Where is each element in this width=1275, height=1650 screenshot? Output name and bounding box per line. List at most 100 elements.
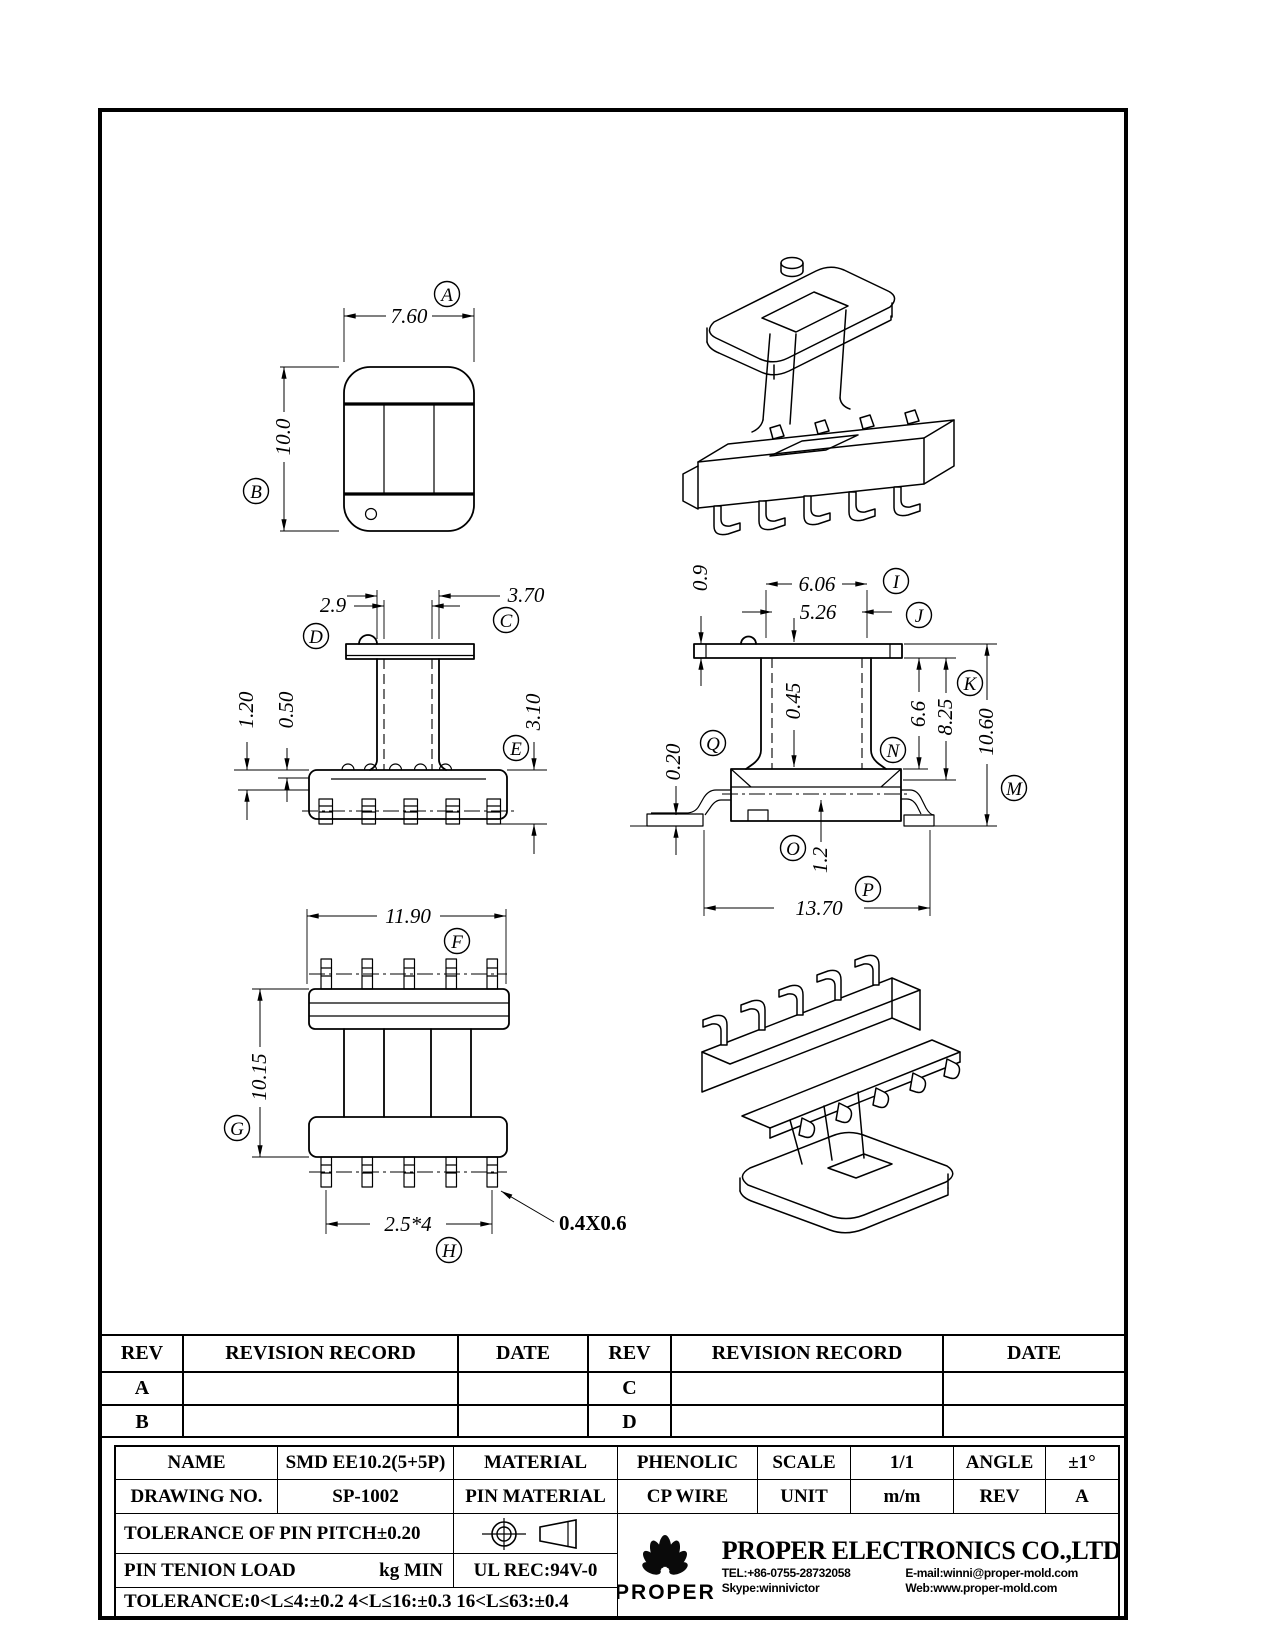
dim-p-value: 13.70 [795,896,843,920]
rev-header-record-right: REVISION RECORD [672,1336,944,1373]
company-web: Web:www.proper-mold.com [905,1580,1058,1595]
svg-text:Q: Q [706,734,720,755]
rev-row-a-date [459,1373,589,1406]
dim-h-value: 2.5*4 [384,1212,432,1236]
isometric-view-upright [682,256,955,536]
ul-rec: UL REC:94V-0 [454,1554,618,1588]
angle-value: ±1° [1046,1447,1118,1480]
dim-q-value: 0.20 [661,743,685,780]
pin-tension-unit: kg MIN [379,1559,443,1581]
dim-i-value: 6.06 [799,572,836,596]
dim-g-value: 10.15 [247,1053,271,1100]
dim-045-value: 0.45 [781,683,805,720]
svg-text:B: B [250,482,262,503]
svg-text:E: E [509,739,522,760]
svg-text:J: J [915,606,925,627]
balloon-k: K [956,669,984,697]
svg-text:C: C [500,611,513,632]
dim-b-value: 10.0 [271,418,295,455]
logo-wordmark: PROPER [618,1581,716,1604]
drawing-canvas: 7.60 A 10.0 B [223,256,1028,1264]
svg-text:O: O [786,839,800,860]
drawing-no-label: DRAWING NO. [116,1480,278,1514]
front-view-pins [318,798,502,825]
rev-row-b-record [184,1406,459,1438]
dim-c-value: 3.70 [507,583,545,607]
company-tel: TEL:+86-0755-28732058 [721,1565,851,1580]
material-value: PHENOLIC [618,1447,758,1480]
dim-050-value: 0.50 [274,691,298,728]
unit-value: m/m [851,1480,954,1514]
front-view: 3.70 C 2.9 D 1.20 0.50 3.10 E [234,583,547,854]
pin-pitch-symbol-cell [454,1514,618,1554]
svg-text:D: D [308,627,323,648]
balloon-m: M [1000,774,1028,802]
balloon-f: F [443,927,471,955]
dim-d-value: 2.9 [320,593,347,617]
pin-pitch-tolerance: TOLERANCE OF PIN PITCH±0.20 [116,1514,454,1554]
svg-text:N: N [886,741,901,762]
balloon-o: O [779,834,807,862]
company-info: PROPER ELECTRONICS CO.,LTD TEL:+86-0755-… [722,1536,1118,1595]
isometric-view-inverted [701,954,961,1234]
svg-text:P: P [861,880,874,901]
balloon-n: N [879,736,907,764]
elevation-view: 0.9 6.06 I 5.26 J 0.45 6.6 [630,564,1028,920]
balloon-g: G [223,1114,251,1142]
scale-value: 1/1 [851,1447,954,1480]
drawing-no-value: SP-1002 [278,1480,454,1514]
balloon-e: E [502,734,530,762]
pin-material-value: CP WIRE [618,1480,758,1514]
rev-row-d-record [672,1406,944,1438]
dim-k-value: 8.25 [933,699,957,736]
drawing-frame: 7.60 A 10.0 B [98,108,1128,1620]
material-label: MATERIAL [454,1447,618,1480]
rev-row-d: D [589,1406,672,1438]
balloon-q: Q [699,729,727,757]
unit-label: UNIT [758,1480,851,1514]
svg-text:A: A [439,285,453,306]
svg-text:M: M [1005,779,1023,800]
rev-label: REV [954,1480,1046,1514]
balloon-a: A [433,280,461,308]
revision-table: REV REVISION RECORD DATE REV REVISION RE… [102,1334,1124,1438]
rev-row-b: B [102,1406,184,1438]
svg-text:H: H [441,1241,457,1262]
rev-row-c-record [672,1373,944,1406]
svg-text:K: K [963,674,978,695]
rev-header-date-right: DATE [944,1336,1124,1373]
title-block: NAME SMD EE10.2(5+5P) MATERIAL PHENOLIC … [114,1445,1120,1618]
balloon-j: J [905,601,933,629]
pin-size-note: 0.4X0.6 [559,1211,627,1235]
dim-f-value: 11.90 [385,904,431,928]
balloon-d: D [302,622,330,650]
name-label: NAME [116,1447,278,1480]
length-tolerance: TOLERANCE:0<L≤4:±0.2 4<L≤16:±0.3 16<L≤63… [116,1588,618,1616]
company-email: E-mail:winni@proper-mold.com [905,1565,1079,1580]
rev-row-a-record [184,1373,459,1406]
svg-text:F: F [450,932,463,953]
balloon-i: I [882,567,910,595]
dim-09-value: 0.9 [688,564,712,591]
dim-120-value: 1.20 [234,691,258,728]
pin-material-label: PIN MATERIAL [454,1480,618,1514]
rev-row-d-date [944,1406,1124,1438]
top-view: 7.60 A 10.0 B [242,280,475,532]
balloon-b: B [242,477,270,505]
company-block: PROPER PROPER ELECTRONICS CO.,LTD TEL:+8… [618,1514,1118,1616]
balloon-p: P [854,875,882,903]
rev-header-rev-left: REV [102,1336,184,1373]
pin-tension-cell: PIN TENION LOAD kg MIN [116,1554,454,1588]
dim-n-value: 6.6 [906,700,930,727]
angle-label: ANGLE [954,1447,1046,1480]
rev-value: A [1046,1480,1118,1514]
rev-header-rev-right: REV [589,1336,672,1373]
dim-o-value: 1.2 [808,846,832,873]
pin-datum-symbol-icon [481,1517,577,1550]
dim-a-value: 7.60 [391,304,428,328]
company-skype: Skype:winnivictor [721,1580,820,1595]
balloon-h: H [435,1236,463,1264]
lotus-logo-icon [642,1535,689,1575]
balloon-c: C [492,606,520,634]
